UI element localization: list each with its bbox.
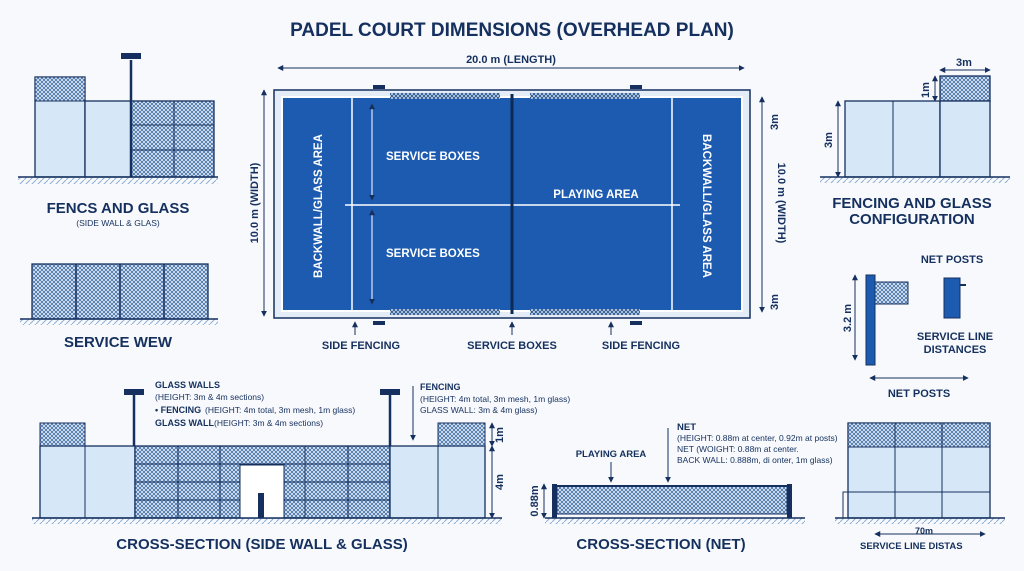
width-label-left: 10.0 m (WIDTH) <box>249 162 261 243</box>
fence-glass-panel: FENCS AND GLASS (SIDE WALL & GLAS) <box>18 53 218 228</box>
config-dim-3m: 3m <box>823 132 835 148</box>
net-note-line1: (HEIGHT: 0.88m at center, 0.92m at posts… <box>677 433 838 443</box>
service-line-label-2: DISTANCES <box>924 344 987 356</box>
net-section-playing-area: PLAYING AREA <box>576 449 647 460</box>
fence-glass-subtitle: (SIDE WALL & GLAS) <box>76 218 160 228</box>
service-boxes-bottom-label: SERVICE BOXES <box>467 340 557 352</box>
service-line-panel: 70m SERVICE LINE DISTAS <box>835 422 1005 552</box>
fencing-note-detail: (HEIGHT: 4m total, 3m mesh, 1m glass) <box>205 405 355 415</box>
net-section-title: CROSS-SECTION (NET) <box>576 536 745 553</box>
config-title-line1: FENCING AND GLASS <box>832 195 991 212</box>
fence-glass-title: FENCS AND GLASS <box>47 200 190 217</box>
service-view-title: SERVICE WEW <box>64 334 173 351</box>
bottom-fencing-right <box>530 309 640 315</box>
plan-light-posts <box>373 85 642 325</box>
net-posts-panel: 3.2 m NET POSTS SERVICE LINE DISTANCES N… <box>842 254 993 400</box>
side-fencing-label-right: SIDE FENCING <box>602 340 680 352</box>
edge-dim-top: 3m <box>769 114 781 130</box>
backwall-label-right: BACKWALL/GLASS AREA <box>700 134 712 278</box>
fencing-right-note-line1: (HEIGHT: 4m total, 3m mesh, 1m glass) <box>420 394 570 404</box>
side-section-title: CROSS-SECTION (SIDE WALL & GLASS) <box>116 536 407 553</box>
net-height-dim: 0.88m <box>529 485 541 516</box>
bottom-fencing-left <box>390 309 500 315</box>
fencing-note-prefix: • FENCING <box>155 405 201 415</box>
overhead-plan: 20.0 m (LENGTH) 10.0 m (WIDTH) BACKWALL/… <box>249 54 787 352</box>
net-note-line3: BACK WALL: 0.888m, di onter, 1m glass) <box>677 455 833 465</box>
net-note-line2: NET (WOIGHT: 0.88m at center. <box>677 444 799 454</box>
config-dim-top: 3m <box>956 57 972 69</box>
config-panel: 3m 1m 3m FENCING AND GLASS CONFIGURATION <box>820 57 1010 228</box>
net-section-panel: 0.88m PLAYING AREA NET (HEIGHT: 0.88m at… <box>529 422 838 553</box>
width-label-right: 10.0 m (WIDTH) <box>775 163 787 244</box>
service-line-label: SERVICE LINE DISTAS <box>860 541 963 552</box>
top-fencing-right <box>530 93 640 99</box>
fencing-right-note-line2: GLASS WALL: 3m & 4m glass) <box>420 405 537 415</box>
fencing-right-note-title: FENCING <box>420 382 461 392</box>
side-dim-4m: 4m <box>494 474 506 490</box>
glass-walls-note-title: GLASS WALLS <box>155 380 220 390</box>
top-fencing-left <box>390 93 500 99</box>
edge-dim-bottom: 3m <box>769 294 781 310</box>
side-fencing-label-left: SIDE FENCING <box>322 340 400 352</box>
glass-wall-note-detail: (HEIGHT: 3m & 4m sections) <box>214 418 323 428</box>
service-view-panel: SERVICE WEW <box>20 263 218 351</box>
config-title-line2: CONFIGURATION <box>849 211 975 228</box>
service-line-dim: 70m <box>915 526 933 536</box>
glass-wall-note-prefix: GLASS WALL <box>155 418 214 428</box>
service-line-label-1: SERVICE LINE <box>917 331 993 343</box>
playing-area-label: PLAYING AREA <box>553 189 638 201</box>
net-posts-bottom-label: NET POSTS <box>888 388 950 400</box>
net-posts-title: NET POSTS <box>921 254 983 266</box>
config-dim-1m: 1m <box>920 82 932 98</box>
backwall-label-left: BACKWALL/GLASS AREA <box>313 134 325 278</box>
glass-walls-note-detail: (HEIGHT: 3m & 4m sections) <box>155 392 264 402</box>
service-boxes-label-bottom: SERVICE BOXES <box>386 248 480 260</box>
side-dim-1m: 1m <box>494 427 506 443</box>
net-note-title: NET <box>677 422 696 433</box>
service-boxes-label-top: SERVICE BOXES <box>386 151 480 163</box>
net-post-height: 3.2 m <box>842 304 854 332</box>
side-section-panel: 1m 4m GLASS WALLS (HEIGHT: 3m & 4m secti… <box>32 380 570 553</box>
page-title: PADEL COURT DIMENSIONS (OVERHEAD PLAN) <box>290 20 734 41</box>
length-label: 20.0 m (LENGTH) <box>466 54 556 66</box>
